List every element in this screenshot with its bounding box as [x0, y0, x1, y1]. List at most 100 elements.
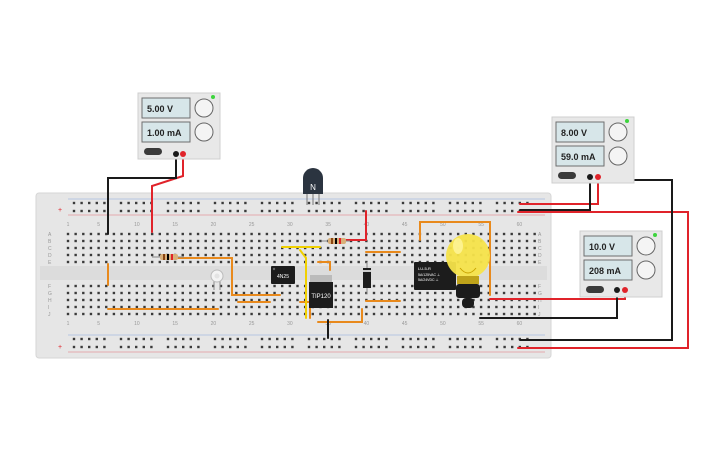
column-number: 30 — [287, 321, 293, 327]
row-letter: D — [538, 253, 542, 259]
positive-terminal-3[interactable] — [622, 287, 628, 293]
row-letter: A — [538, 232, 542, 238]
column-number: 45 — [402, 222, 408, 228]
row-letter: F — [48, 284, 51, 290]
voltage-readout-3: 10.0 V — [589, 242, 615, 252]
svg-text:+: + — [58, 207, 62, 214]
column-number: 45 — [402, 321, 408, 327]
status-led-3 — [653, 233, 657, 237]
column-number: 40 — [364, 321, 370, 327]
negative-terminal-2[interactable] — [587, 174, 593, 180]
tip120-transistor[interactable]: TIP120 — [309, 275, 333, 308]
row-letter: C — [48, 246, 52, 252]
orange-wires[interactable] — [107, 221, 491, 323]
column-number: 15 — [172, 321, 178, 327]
row-letter: E — [48, 260, 52, 266]
power-supply-1[interactable]: 5.00 V 1.00 mA — [137, 92, 221, 160]
status-led-2 — [625, 119, 629, 123]
svg-text:+: + — [58, 344, 62, 351]
row-letter: I — [538, 305, 539, 311]
current-readout-1: 1.00 mA — [147, 128, 182, 138]
column-number: 15 — [172, 222, 178, 228]
current-knob-2[interactable] — [608, 146, 628, 166]
column-number: 1 — [67, 321, 70, 327]
column-number: 30 — [287, 222, 293, 228]
column-number: 10 — [134, 222, 140, 228]
tip120-label: TIP120 — [311, 294, 331, 300]
row-letter: J — [48, 312, 51, 318]
column-number: 55 — [478, 222, 484, 228]
negative-terminal-1[interactable] — [173, 151, 179, 157]
current-display-3 — [583, 259, 633, 281]
column-number: 25 — [249, 321, 255, 327]
black-wires[interactable] — [107, 153, 673, 341]
row-letter: I — [48, 305, 49, 311]
row-letter: F — [538, 284, 541, 290]
optocoupler-label: 4N25 — [277, 274, 289, 280]
resistor-right[interactable] — [322, 238, 350, 244]
row-letter: G — [48, 291, 52, 297]
current-knob-3[interactable] — [636, 260, 656, 280]
column-number: 50 — [440, 222, 446, 228]
positive-terminal-1[interactable] — [180, 151, 186, 157]
transistor-label: N — [310, 183, 316, 192]
power-supply-2[interactable]: 8.00 V 59.0 mA — [551, 116, 635, 184]
row-letter: H — [538, 298, 542, 304]
voltage-display-1 — [141, 97, 191, 119]
light-bulb[interactable] — [446, 234, 490, 308]
voltage-knob-2[interactable] — [608, 122, 628, 142]
voltage-readout-2: 8.00 V — [561, 128, 587, 138]
voltage-display-3 — [583, 235, 633, 257]
column-number: 50 — [440, 321, 446, 327]
voltage-knob-1[interactable] — [194, 98, 214, 118]
row-letter: J — [538, 312, 541, 318]
voltage-knob-3[interactable] — [636, 236, 656, 256]
optocoupler-4n25[interactable]: 4N25 — [271, 266, 295, 284]
current-display-2 — [555, 145, 605, 167]
power-switch-2[interactable] — [558, 172, 576, 179]
column-number: 20 — [211, 222, 217, 228]
column-number: 25 — [249, 222, 255, 228]
column-number: 5 — [97, 321, 100, 327]
voltage-readout-1: 5.00 V — [147, 104, 173, 114]
power-supply-3[interactable]: 10.0 V 208 mA — [579, 230, 663, 298]
row-letter: B — [48, 239, 52, 245]
column-number: 60 — [517, 222, 523, 228]
npn-transistor[interactable]: N — [303, 168, 323, 205]
row-letter: B — [538, 239, 542, 245]
current-display-1 — [141, 121, 191, 143]
positive-terminal-2[interactable] — [595, 174, 601, 180]
power-switch-3[interactable] — [586, 286, 604, 293]
row-letter: A — [48, 232, 52, 238]
column-number: 5 — [97, 222, 100, 228]
diode[interactable] — [363, 262, 371, 294]
column-number: 1 — [67, 222, 70, 228]
column-number: 55 — [478, 321, 484, 327]
resistor-left[interactable] — [152, 254, 184, 260]
column-number: 20 — [211, 321, 217, 327]
photoresistor[interactable] — [210, 269, 224, 290]
status-led-1 — [211, 95, 215, 99]
breadboard-column-numbers: 1155101015152020252530303535404045455050… — [67, 222, 523, 327]
row-letter: H — [48, 298, 52, 304]
relay-label-dc: 5A/24VDC ⊥ — [418, 278, 440, 282]
power-switch-1[interactable] — [144, 148, 162, 155]
negative-terminal-3[interactable] — [614, 287, 620, 293]
column-number: 10 — [134, 321, 140, 327]
row-letter: D — [48, 253, 52, 259]
relay[interactable]: LU-5-R 5A/125VAC ⊥ 5A/24VDC ⊥ — [414, 262, 456, 290]
current-readout-3: 208 mA — [589, 266, 622, 276]
column-number: 60 — [517, 321, 523, 327]
row-letter: G — [538, 291, 542, 297]
relay-label-model: LU-5-R — [418, 266, 431, 271]
row-letter: C — [538, 246, 542, 252]
voltage-display-2 — [555, 121, 605, 143]
current-knob-1[interactable] — [194, 122, 214, 142]
yellow-wires[interactable] — [281, 246, 321, 319]
row-letter: E — [538, 260, 542, 266]
relay-label-ac: 5A/125VAC ⊥ — [418, 273, 441, 277]
current-readout-2: 59.0 mA — [561, 152, 596, 162]
column-number: 35 — [325, 222, 331, 228]
